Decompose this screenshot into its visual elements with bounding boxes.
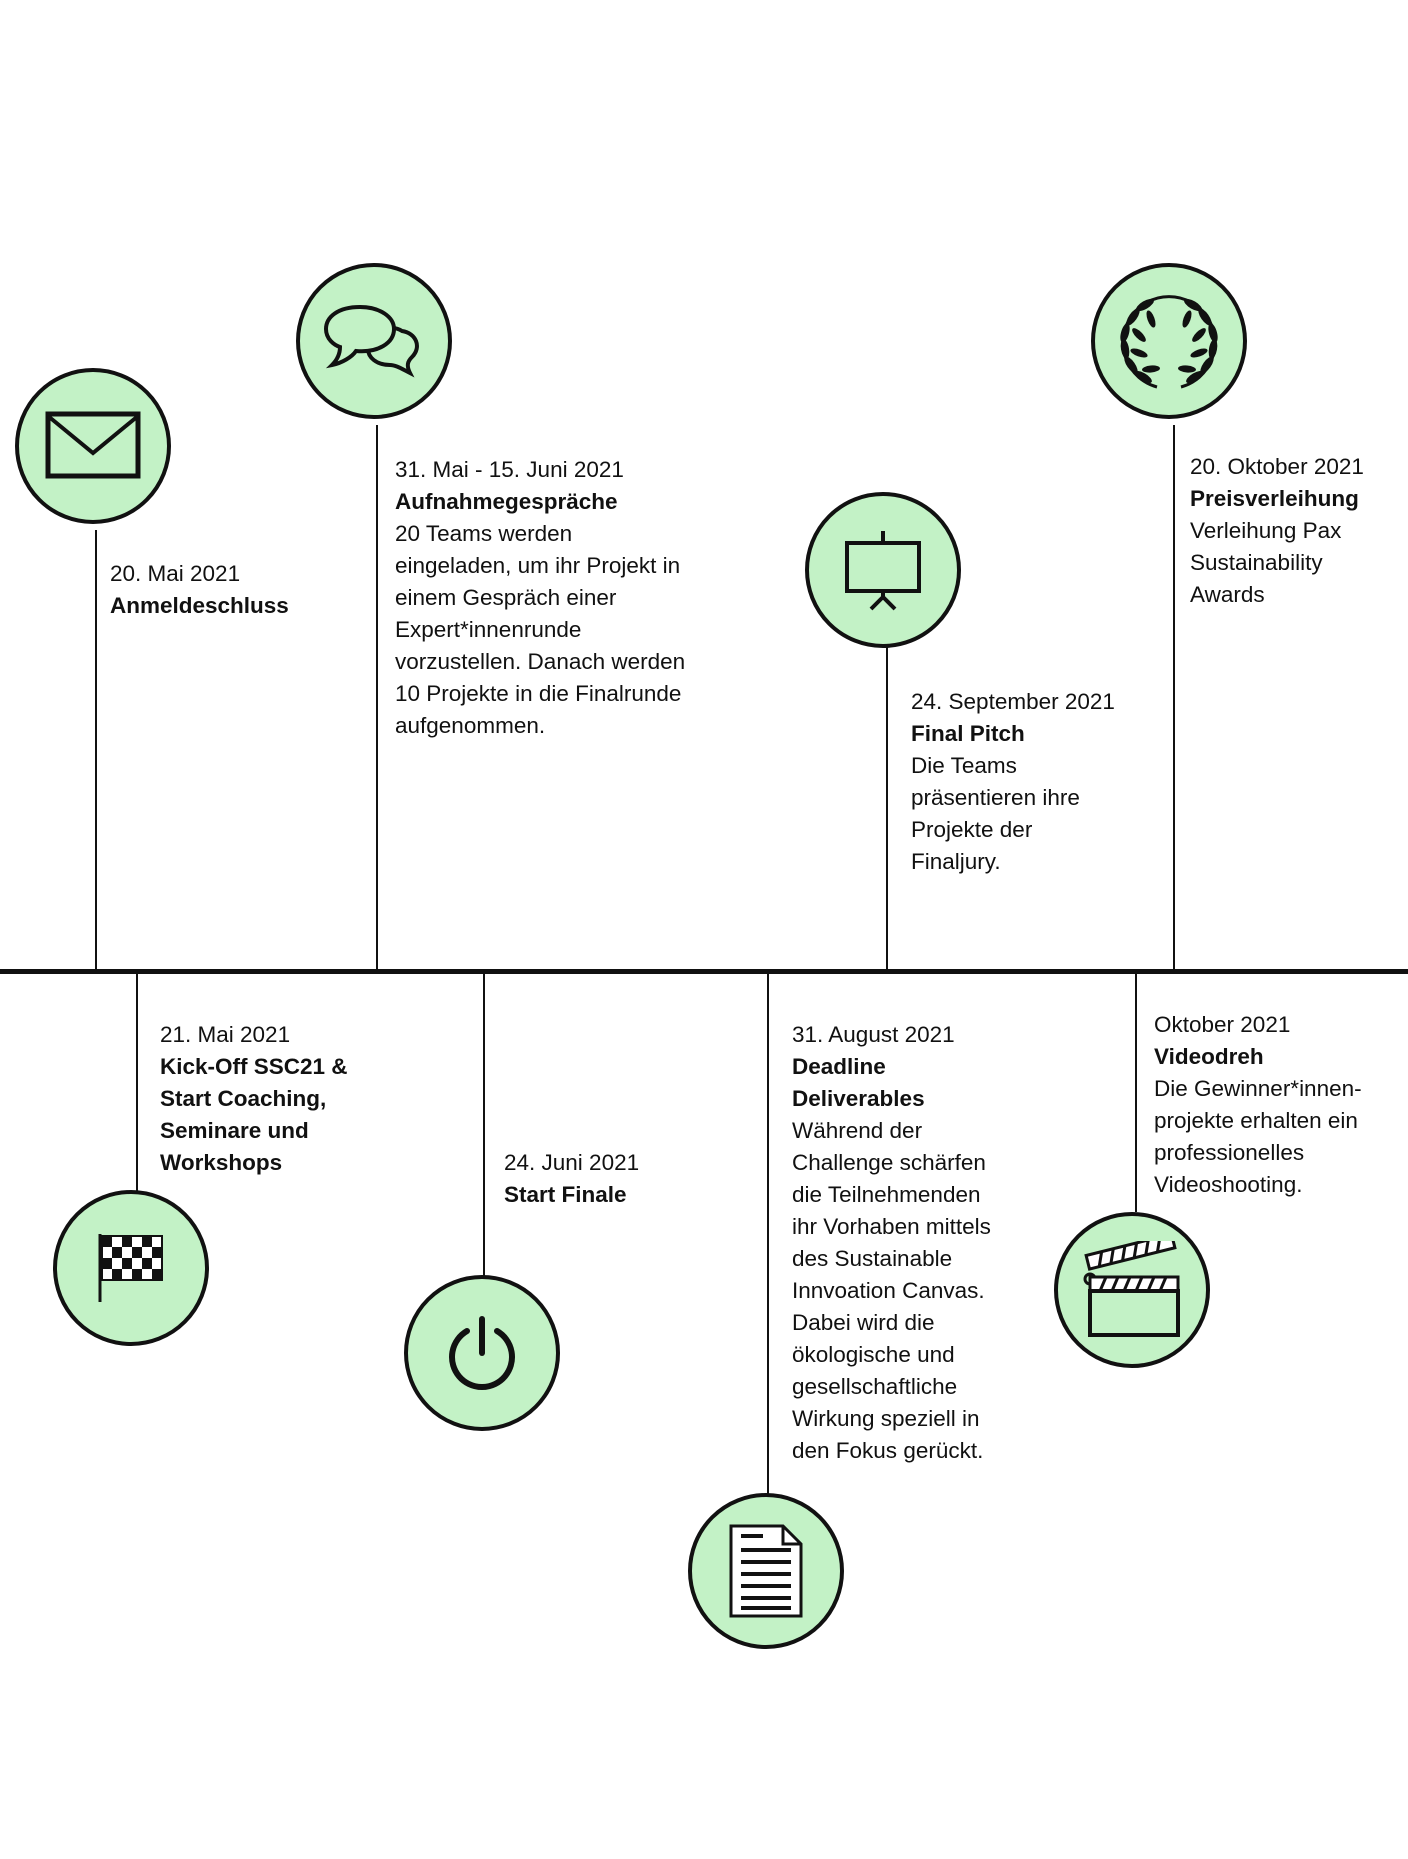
checkered-flag-icon <box>98 1234 163 1302</box>
event-label-e1: 20. Mai 2021 Anmeldeschluss <box>110 558 289 622</box>
document-icon <box>729 1524 803 1618</box>
event-date: 20. Oktober 2021 <box>1190 454 1364 479</box>
event-description: Die Teams präsentieren ihre Projekte der… <box>911 753 1080 874</box>
event-node-e5 <box>53 1190 209 1346</box>
stem-e8 <box>1135 972 1137 1212</box>
event-title: Videodreh <box>1154 1044 1264 1069</box>
stem-e1 <box>95 530 97 971</box>
event-date: Oktober 2021 <box>1154 1012 1291 1037</box>
event-title: Preisverleihung <box>1190 486 1359 511</box>
event-label-e2: 31. Mai - 15. Juni 2021 Aufnahmegespräch… <box>395 454 685 742</box>
event-label-e5: 21. Mai 2021 Kick-Off SSC21 & Start Coac… <box>160 1019 348 1179</box>
event-node-e7 <box>688 1493 844 1649</box>
event-node-e2 <box>296 263 452 419</box>
stem-e7 <box>767 972 769 1495</box>
stem-e4 <box>1173 425 1175 971</box>
event-date: 24. Juni 2021 <box>504 1150 640 1175</box>
power-icon <box>449 1316 515 1390</box>
stem-e2 <box>376 425 378 971</box>
event-title: Anmeldeschluss <box>110 593 289 618</box>
presentation-board-icon <box>845 531 921 611</box>
event-node-e3 <box>805 492 961 648</box>
event-label-e7: 31. August 2021 Deadline Deliverables Wä… <box>792 1019 991 1467</box>
event-title: Start Finale <box>504 1182 627 1207</box>
event-label-e4: 20. Oktober 2021 Preisverleihung Verleih… <box>1190 451 1364 611</box>
event-node-e6 <box>404 1275 560 1431</box>
event-label-e6: 24. Juni 2021 Start Finale <box>504 1147 639 1211</box>
event-description: 20 Teams werden eingeladen, um ihr Proje… <box>395 521 686 738</box>
event-date: 31. August 2021 <box>792 1022 955 1047</box>
event-title: Deadline Deliverables <box>792 1054 925 1111</box>
event-node-e8 <box>1054 1212 1210 1368</box>
event-description: Während der Challenge schärfen die Teiln… <box>792 1118 991 1463</box>
event-title: Aufnahmegespräche <box>395 489 618 514</box>
event-description: Verleihung Pax Sustainability Awards <box>1190 518 1342 607</box>
event-date: 31. Mai - 15. Juni 2021 <box>395 457 624 482</box>
clapperboard-icon <box>1083 1241 1180 1337</box>
event-node-e4 <box>1091 263 1247 419</box>
event-date: 20. Mai 2021 <box>110 561 241 586</box>
envelope-icon <box>45 411 141 479</box>
laurel-wreath-icon <box>1120 295 1218 389</box>
stem-e5 <box>136 972 138 1192</box>
event-date: 24. September 2021 <box>911 689 1115 714</box>
event-title: Final Pitch <box>911 721 1025 746</box>
stem-e3 <box>886 647 888 971</box>
speech-bubbles-icon <box>324 304 419 378</box>
event-node-e1 <box>15 368 171 524</box>
event-label-e8: Oktober 2021 Videodreh Die Gewinner*inne… <box>1154 1009 1362 1201</box>
event-title: Kick-Off SSC21 & Start Coaching, Seminar… <box>160 1054 348 1175</box>
stem-e6 <box>483 972 485 1277</box>
event-description: Die Gewinner*innen- projekte erhalten ei… <box>1154 1076 1362 1197</box>
event-date: 21. Mai 2021 <box>160 1022 291 1047</box>
event-label-e3: 24. September 2021 Final Pitch Die Teams… <box>911 686 1115 878</box>
timeline-axis <box>0 969 1408 974</box>
